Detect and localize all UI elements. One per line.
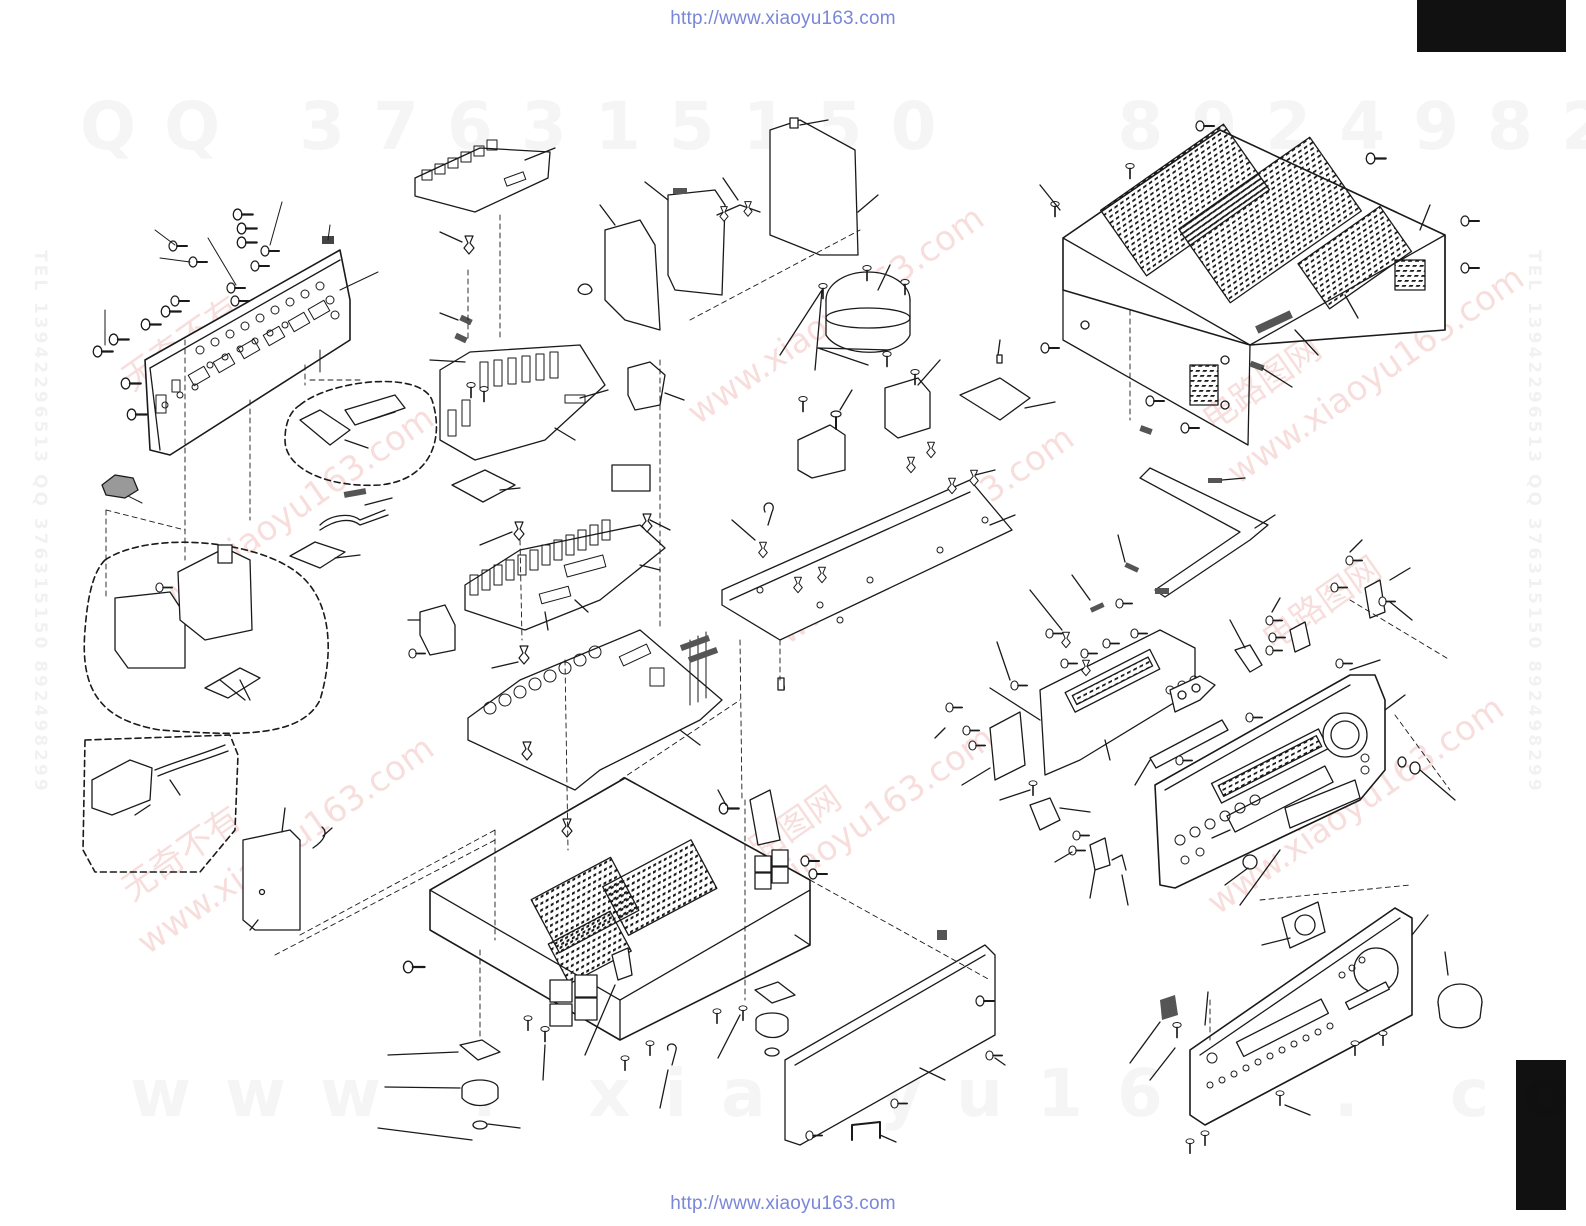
dashed-group-module <box>83 541 329 735</box>
front-chassis-bracket <box>784 930 1006 1146</box>
main-board <box>407 604 723 791</box>
jack-boards <box>1169 539 1413 713</box>
side-bracket-board <box>242 807 333 931</box>
header-url[interactable]: http://www.xiaoyu163.com <box>670 8 896 29</box>
video-boards <box>577 117 879 411</box>
section-tab-right <box>1516 1060 1566 1210</box>
audio-board <box>464 464 671 631</box>
volume-knob <box>1437 983 1483 1029</box>
display-board <box>989 534 1199 786</box>
flex-cable <box>1139 467 1276 598</box>
dashed-group-hdmi <box>284 380 438 487</box>
rear-panel <box>144 249 351 456</box>
sub-transformers <box>797 359 941 479</box>
front-panel-frame <box>1149 658 1456 906</box>
cable-assembly <box>289 488 393 569</box>
side-sub-board <box>934 702 1129 906</box>
center-chassis-plate <box>721 339 1056 691</box>
board-stack-center <box>429 312 609 503</box>
connector-block <box>101 474 139 499</box>
bottom-chassis <box>402 777 828 1109</box>
power-transformer <box>779 264 911 371</box>
front-panel-facia <box>1129 901 1483 1154</box>
digital-input-board <box>414 139 556 255</box>
section-tab-top <box>1417 0 1566 52</box>
assembly-guide-lines <box>105 214 1451 1041</box>
feet <box>377 981 796 1141</box>
dashed-group-cable <box>82 734 239 873</box>
top-cover <box>1039 120 1480 446</box>
footer-url[interactable]: http://www.xiaoyu163.com <box>670 1193 896 1214</box>
